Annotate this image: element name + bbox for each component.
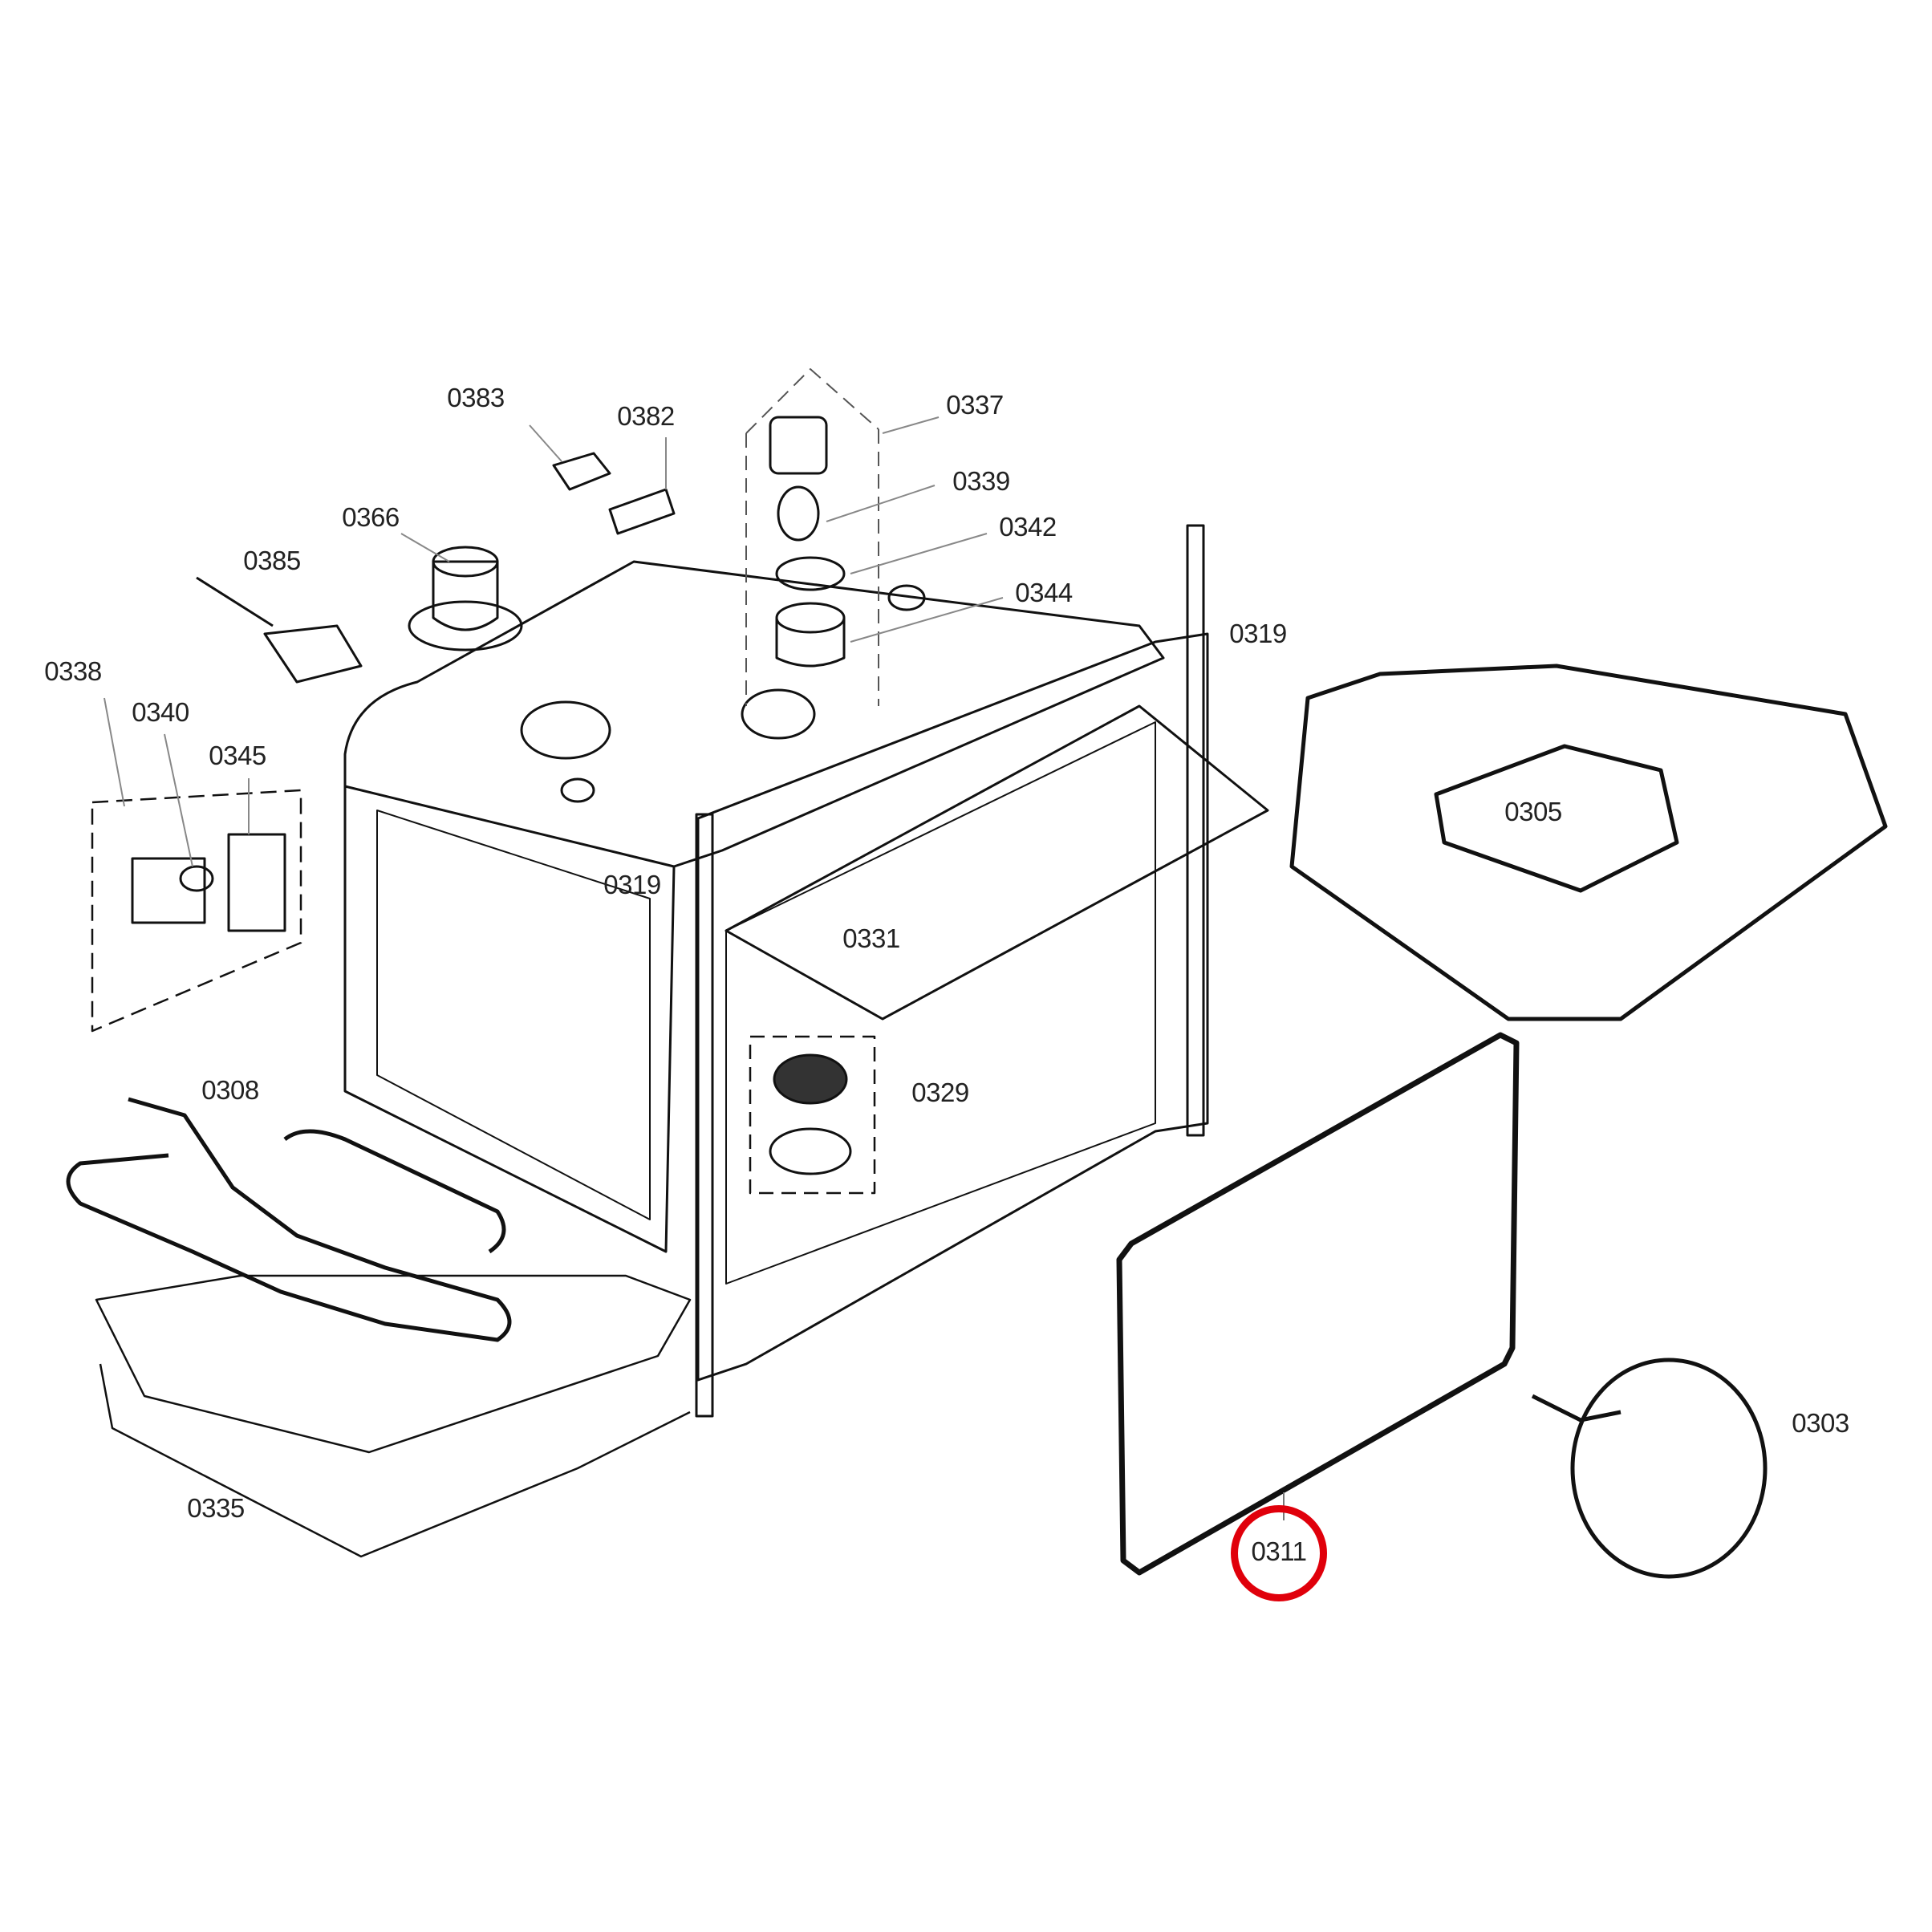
part-label-0329[interactable]: 0329 (911, 1078, 969, 1107)
part-label-0339[interactable]: 0339 (952, 466, 1010, 496)
part-label-0305[interactable]: 0305 (1504, 797, 1562, 826)
part-label-0311[interactable]: 0311 (1251, 1536, 1307, 1566)
part-label-0345[interactable]: 0345 (209, 741, 266, 770)
door-seal (1116, 1032, 1520, 1576)
lamp-bulb (777, 485, 820, 542)
switch-group-box (91, 789, 302, 1033)
part-label-0303[interactable]: 0303 (1792, 1408, 1849, 1438)
part-label-0340[interactable]: 0340 (132, 697, 189, 727)
part-label-0319-top[interactable]: 0319 (1229, 619, 1287, 648)
part-label-0337[interactable]: 0337 (946, 390, 1004, 420)
rocker-switch (227, 833, 286, 932)
circular-heating-element (1570, 1358, 1768, 1579)
front-frame (696, 632, 1209, 1382)
part-label-0344[interactable]: 0344 (1015, 578, 1073, 607)
selector-switch (131, 857, 206, 924)
part-label-0338[interactable]: 0338 (44, 656, 102, 686)
part-label-0382[interactable]: 0382 (617, 401, 675, 431)
part-label-0342[interactable]: 0342 (999, 512, 1057, 542)
insulation-blanket (95, 1274, 692, 1454)
indicator-lamp (179, 865, 214, 892)
part-label-0308[interactable]: 0308 (201, 1075, 259, 1105)
fan-motor (432, 560, 499, 631)
bracket (608, 488, 676, 535)
part-label-0383[interactable]: 0383 (447, 383, 505, 412)
grill-plate (724, 704, 1269, 1021)
highlight-circle-0311 (1231, 1505, 1327, 1601)
part-label-0331[interactable]: 0331 (842, 923, 900, 953)
part-label-0319-side[interactable]: 0319 (603, 870, 661, 899)
lamp-seal (775, 556, 846, 591)
oven-cavity-top (343, 560, 1165, 868)
oven-cavity-side (343, 786, 676, 1253)
part-label-0385[interactable]: 0385 (243, 546, 301, 575)
part-label-0335[interactable]: 0335 (187, 1493, 245, 1523)
bottom-heating-element (66, 1097, 512, 1342)
thermostat (552, 452, 611, 491)
top-heating-element (1289, 664, 1888, 1021)
fan-filter-box (749, 1035, 876, 1195)
part-label-0366[interactable]: 0366 (342, 502, 400, 532)
temp-sensor (196, 576, 363, 684)
lamp-holder (769, 416, 828, 475)
lamp-cover (775, 618, 846, 668)
